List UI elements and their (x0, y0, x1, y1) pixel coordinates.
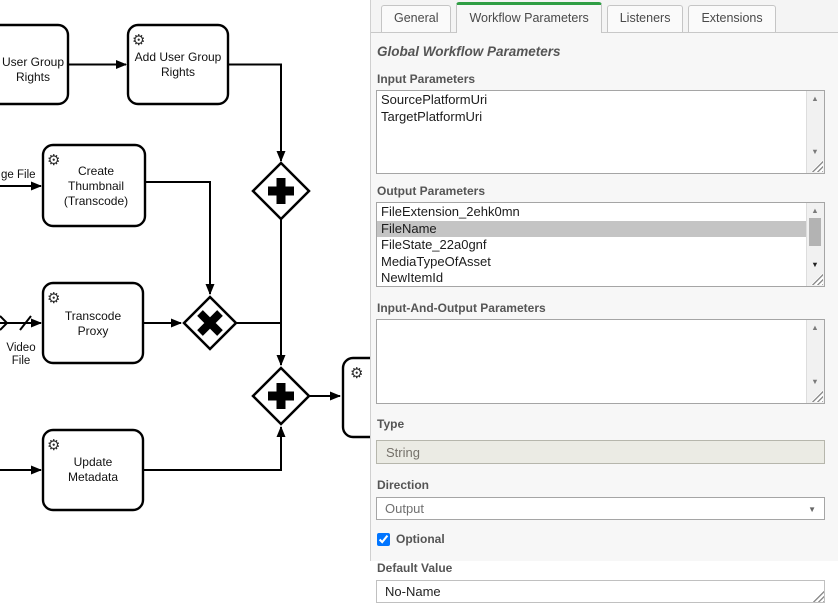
scroll-up-icon[interactable]: ▲ (811, 94, 819, 103)
task-transcode-proxy[interactable] (41, 281, 145, 365)
pane-heading: Global Workflow Parameters (377, 44, 561, 59)
type-label: Type (377, 417, 405, 431)
edge-label-video-file: Video (6, 342, 35, 354)
task-label: Thumbnail (68, 179, 124, 193)
task-label: Add User Group (135, 50, 222, 64)
optional-label: Optional (396, 532, 445, 546)
scrollbar[interactable]: ▲ ▼ (806, 91, 824, 173)
parameter-item[interactable]: FileState_22a0gnf (381, 237, 487, 252)
plus-icon (268, 178, 294, 204)
parameter-item[interactable]: TargetPlatformUri (381, 108, 483, 124)
task-label: Rights (161, 65, 195, 79)
scrollbar[interactable]: ▲ ▼ (806, 320, 824, 403)
scroll-up-icon[interactable]: ▲ (811, 323, 819, 332)
service-task-gear-icon: ⚙ (47, 290, 60, 307)
task-label: Rights (16, 70, 50, 84)
optional-row: Optional (377, 532, 825, 546)
task-update-metadata[interactable] (41, 428, 145, 512)
direction-value: Output (385, 501, 425, 516)
task-partial-right[interactable] (341, 356, 370, 439)
inout-parameters-label: Input-And-Output Parameters (377, 301, 546, 315)
optional-checkbox[interactable] (377, 532, 390, 546)
plus-icon (268, 383, 294, 409)
service-task-gear-icon: ⚙ (350, 365, 363, 382)
scroll-up-icon[interactable]: ▲ (811, 206, 819, 215)
task-label: Transcode (65, 309, 122, 323)
parameter-item[interactable]: FileExtension_2ehk0mn (381, 204, 520, 219)
default-value-field[interactable] (376, 580, 825, 603)
properties-tab[interactable]: General (381, 5, 452, 32)
scroll-down-icon[interactable]: ▼ (811, 147, 819, 156)
task-label: Proxy (78, 324, 109, 338)
properties-tab[interactable]: Workflow Parameters (456, 2, 602, 33)
default-value-label: Default Value (377, 561, 453, 575)
direction-select[interactable]: Output ▼ (376, 497, 825, 520)
edge-label-image-file: ge File (1, 169, 36, 181)
service-task-gear-icon: ⚙ (47, 437, 60, 454)
inout-parameters-listbox[interactable]: ▲ ▼ (376, 319, 825, 404)
scrollbar-thumb[interactable] (809, 218, 821, 246)
properties-tab[interactable]: Extensions (688, 5, 776, 32)
task-label: Update (74, 455, 113, 469)
task-label: Create (78, 164, 114, 178)
scroll-down-icon[interactable]: ▼ (811, 377, 819, 386)
task-create-thumbnail[interactable] (41, 143, 147, 228)
service-task-gear-icon: ⚙ (47, 152, 60, 169)
type-field (376, 440, 825, 464)
task-label: User Group (2, 55, 64, 69)
parameter-item[interactable]: MediaTypeOfAsset (381, 253, 491, 269)
task-label: (Transcode) (64, 194, 128, 208)
task-label: Metadata (68, 470, 118, 484)
flow-create-thumbnail-to-x-gateway[interactable] (145, 181, 215, 295)
cutoff-gateway-vertex (0, 315, 9, 331)
workflow-parameters-pane: Global Workflow Parameters Input Paramet… (371, 44, 838, 603)
output-parameters-label: Output Parameters (377, 184, 486, 198)
scrollbar[interactable]: ▲ ▼ (806, 203, 824, 286)
scroll-down-icon[interactable]: ▼ (811, 260, 819, 269)
chevron-down-icon: ▼ (808, 505, 816, 514)
task-user-group-rights[interactable] (0, 23, 70, 106)
parameter-item[interactable]: NewItemId (381, 270, 444, 285)
parameter-item[interactable]: SourcePlatformUri (381, 92, 488, 107)
task-add-user-group-rights[interactable] (126, 23, 230, 106)
default-flow-slash-marker (19, 315, 32, 331)
direction-label: Direction (377, 478, 430, 492)
flow-update-metadata-to-parallel-gateway-2[interactable] (143, 426, 286, 471)
properties-tab[interactable]: Listeners (606, 5, 684, 32)
flow-addusergroup-to-parallel-gateway-1[interactable] (228, 63, 286, 162)
edge-label-video-file: File (12, 355, 31, 367)
parameter-item[interactable]: FileName (377, 220, 807, 237)
x-icon (197, 310, 223, 336)
service-task-gear-icon: ⚙ (132, 32, 145, 49)
listbox-items (377, 321, 807, 403)
input-parameters-label: Input Parameters (377, 72, 476, 86)
bpmn-canvas[interactable]: ⚙ ⚙ ⚙ ⚙ ⚙ User Group Rights Add User Gro… (0, 0, 370, 561)
